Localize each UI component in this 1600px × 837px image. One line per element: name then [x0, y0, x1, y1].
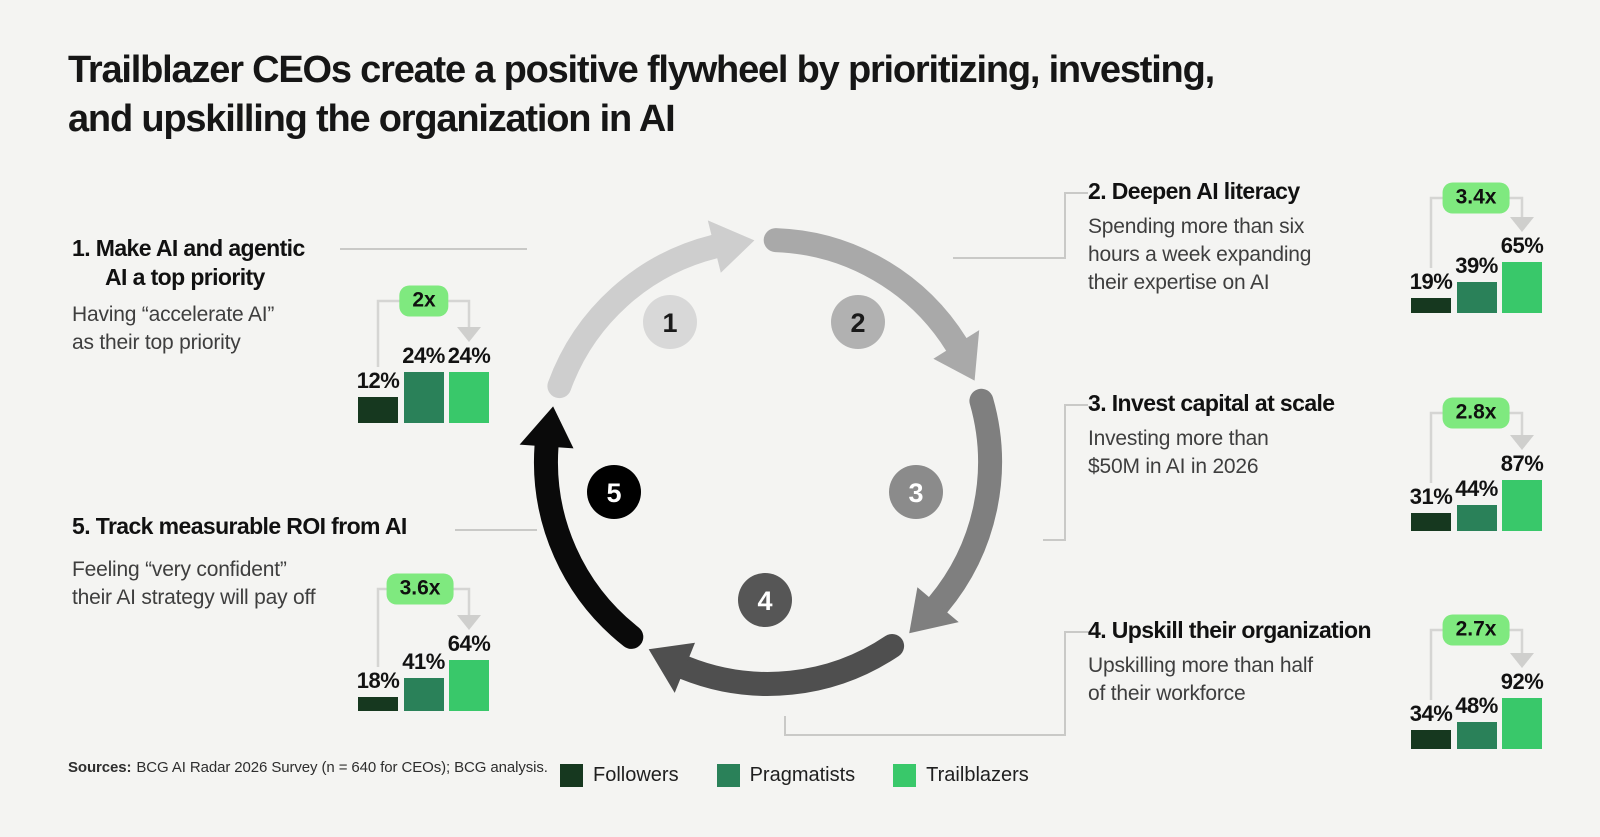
bar-value-label: 92% — [1500, 669, 1544, 694]
bar-trailblazers — [449, 660, 489, 711]
legend-item-followers: Followers — [560, 764, 679, 787]
step-number-4: 4 — [757, 586, 772, 616]
flywheel-arrow-3 — [926, 388, 1003, 617]
multiplier-badge-2: 3.4x — [1442, 182, 1510, 214]
step-circle-2 — [831, 295, 885, 349]
multiplier-arrowhead-4 — [1510, 653, 1534, 668]
step-number-5: 5 — [606, 478, 621, 508]
label-connector-line-2 — [953, 192, 1088, 259]
bar-followers — [358, 397, 398, 423]
multiplier-badge-5: 3.6x — [386, 573, 454, 605]
bar-value-label: 41% — [402, 649, 445, 674]
step-number-3: 3 — [908, 478, 923, 508]
step-number-2: 2 — [850, 308, 865, 338]
section-3-title: 3. Invest capital at scale — [1088, 390, 1335, 416]
multiplier-badge-3: 2.8x — [1442, 397, 1510, 429]
label-connector-line-4 — [784, 631, 1090, 736]
bar-followers — [1411, 298, 1451, 313]
flywheel-arrow-2 — [763, 228, 969, 357]
step-circle-4 — [738, 573, 792, 627]
trailblazers-swatch — [893, 764, 917, 787]
flywheel-arrow-4 — [672, 634, 905, 696]
bar-pragmatists — [1456, 505, 1497, 531]
bar-value-label: 34% — [1409, 701, 1453, 726]
section-5-title: 5. Track measurable ROI from AI — [72, 513, 407, 539]
flywheel-arrowhead-4 — [648, 642, 695, 693]
bar-pragmatists — [403, 678, 444, 711]
bar-trailblazers — [1502, 480, 1542, 531]
step-circle-5 — [587, 465, 641, 519]
bar-value-label: 31% — [1409, 484, 1453, 509]
followers-swatch — [560, 764, 583, 787]
section-1-description: Having “accelerate AI” as their top prio… — [72, 303, 275, 354]
bar-followers — [1411, 513, 1451, 531]
section-4-title: 4. Upskill their organization — [1088, 617, 1372, 643]
flywheel-arrowhead-5 — [519, 406, 574, 449]
flywheel-arrow-1 — [547, 234, 727, 399]
bar-value-label: 39% — [1455, 253, 1498, 278]
flywheel-arrowhead-3 — [909, 587, 959, 634]
section-5-description: Feeling “very confident” their AI strate… — [72, 558, 316, 609]
page-title-line-2: and upskilling the organization in AI — [68, 98, 676, 140]
page-title: Trailblazer CEOs create a positive flywh… — [68, 46, 1215, 144]
multiplier-arrowhead-3 — [1510, 435, 1534, 450]
flywheel-arrow-5 — [533, 434, 644, 649]
multiplier-arrowhead-5 — [457, 615, 481, 630]
bar-value-label: 48% — [1455, 693, 1498, 718]
section-3-description: Investing more than $50M in AI in 2026 — [1088, 427, 1269, 478]
bar-value-label: 24% — [447, 343, 491, 368]
sources-note: Sources:BCG AI Radar 2026 Survey (n = 64… — [68, 759, 548, 776]
step-circle-1 — [643, 295, 697, 349]
bar-followers — [1411, 730, 1451, 749]
multiplier-arrowhead-1 — [457, 327, 481, 342]
multiplier-badge-4: 2.7x — [1442, 614, 1510, 646]
bar-trailblazers — [449, 372, 489, 423]
bar-value-label: 64% — [447, 631, 491, 656]
sources-label: Sources: — [68, 759, 132, 776]
bar-value-label: 12% — [356, 368, 400, 393]
section-2-description: Spending more than six hours a week expa… — [1088, 215, 1312, 294]
step-circle-3 — [889, 465, 943, 519]
bar-value-label: 87% — [1500, 451, 1544, 476]
step-number-1: 1 — [662, 308, 677, 338]
label-connector-line-3 — [1043, 404, 1088, 541]
bar-value-label: 19% — [1409, 269, 1453, 294]
bar-trailblazers — [1502, 698, 1542, 749]
bar-value-label: 65% — [1500, 233, 1544, 258]
multiplier-arrowhead-2 — [1510, 217, 1534, 232]
page-title-line-1: Trailblazer CEOs create a positive flywh… — [68, 49, 1215, 91]
bar-pragmatists — [1456, 722, 1497, 749]
legend-label: Trailblazers — [926, 764, 1029, 786]
section-2-title: 2. Deepen AI literacy — [1088, 178, 1300, 204]
legend-item-trailblazers: Trailblazers — [893, 764, 1029, 787]
bar-pragmatists — [1456, 282, 1497, 313]
flywheel-arrowhead-1 — [707, 220, 755, 273]
bar-value-label: 18% — [356, 668, 400, 693]
bar-pragmatists — [403, 372, 444, 423]
multiplier-badge-1: 2x — [399, 285, 449, 317]
legend-label: Followers — [593, 764, 679, 786]
section-4-description: Upskilling more than half of their workf… — [1088, 654, 1313, 705]
bar-value-label: 24% — [402, 343, 445, 368]
bar-followers — [358, 697, 398, 711]
section-1-title: 1. Make AI and agentic AI a top priority — [72, 235, 305, 290]
bar-value-label: 44% — [1455, 476, 1498, 501]
flywheel-arrowhead-2 — [933, 330, 980, 381]
pragmatists-swatch — [716, 764, 740, 787]
legend: Followers Pragmatists Trailblazers — [560, 764, 1029, 787]
legend-label: Pragmatists — [749, 764, 856, 786]
bar-trailblazers — [1502, 262, 1542, 313]
sources-text: BCG AI Radar 2026 Survey (n = 640 for CE… — [136, 759, 548, 776]
legend-item-pragmatists: Pragmatists — [716, 764, 856, 787]
